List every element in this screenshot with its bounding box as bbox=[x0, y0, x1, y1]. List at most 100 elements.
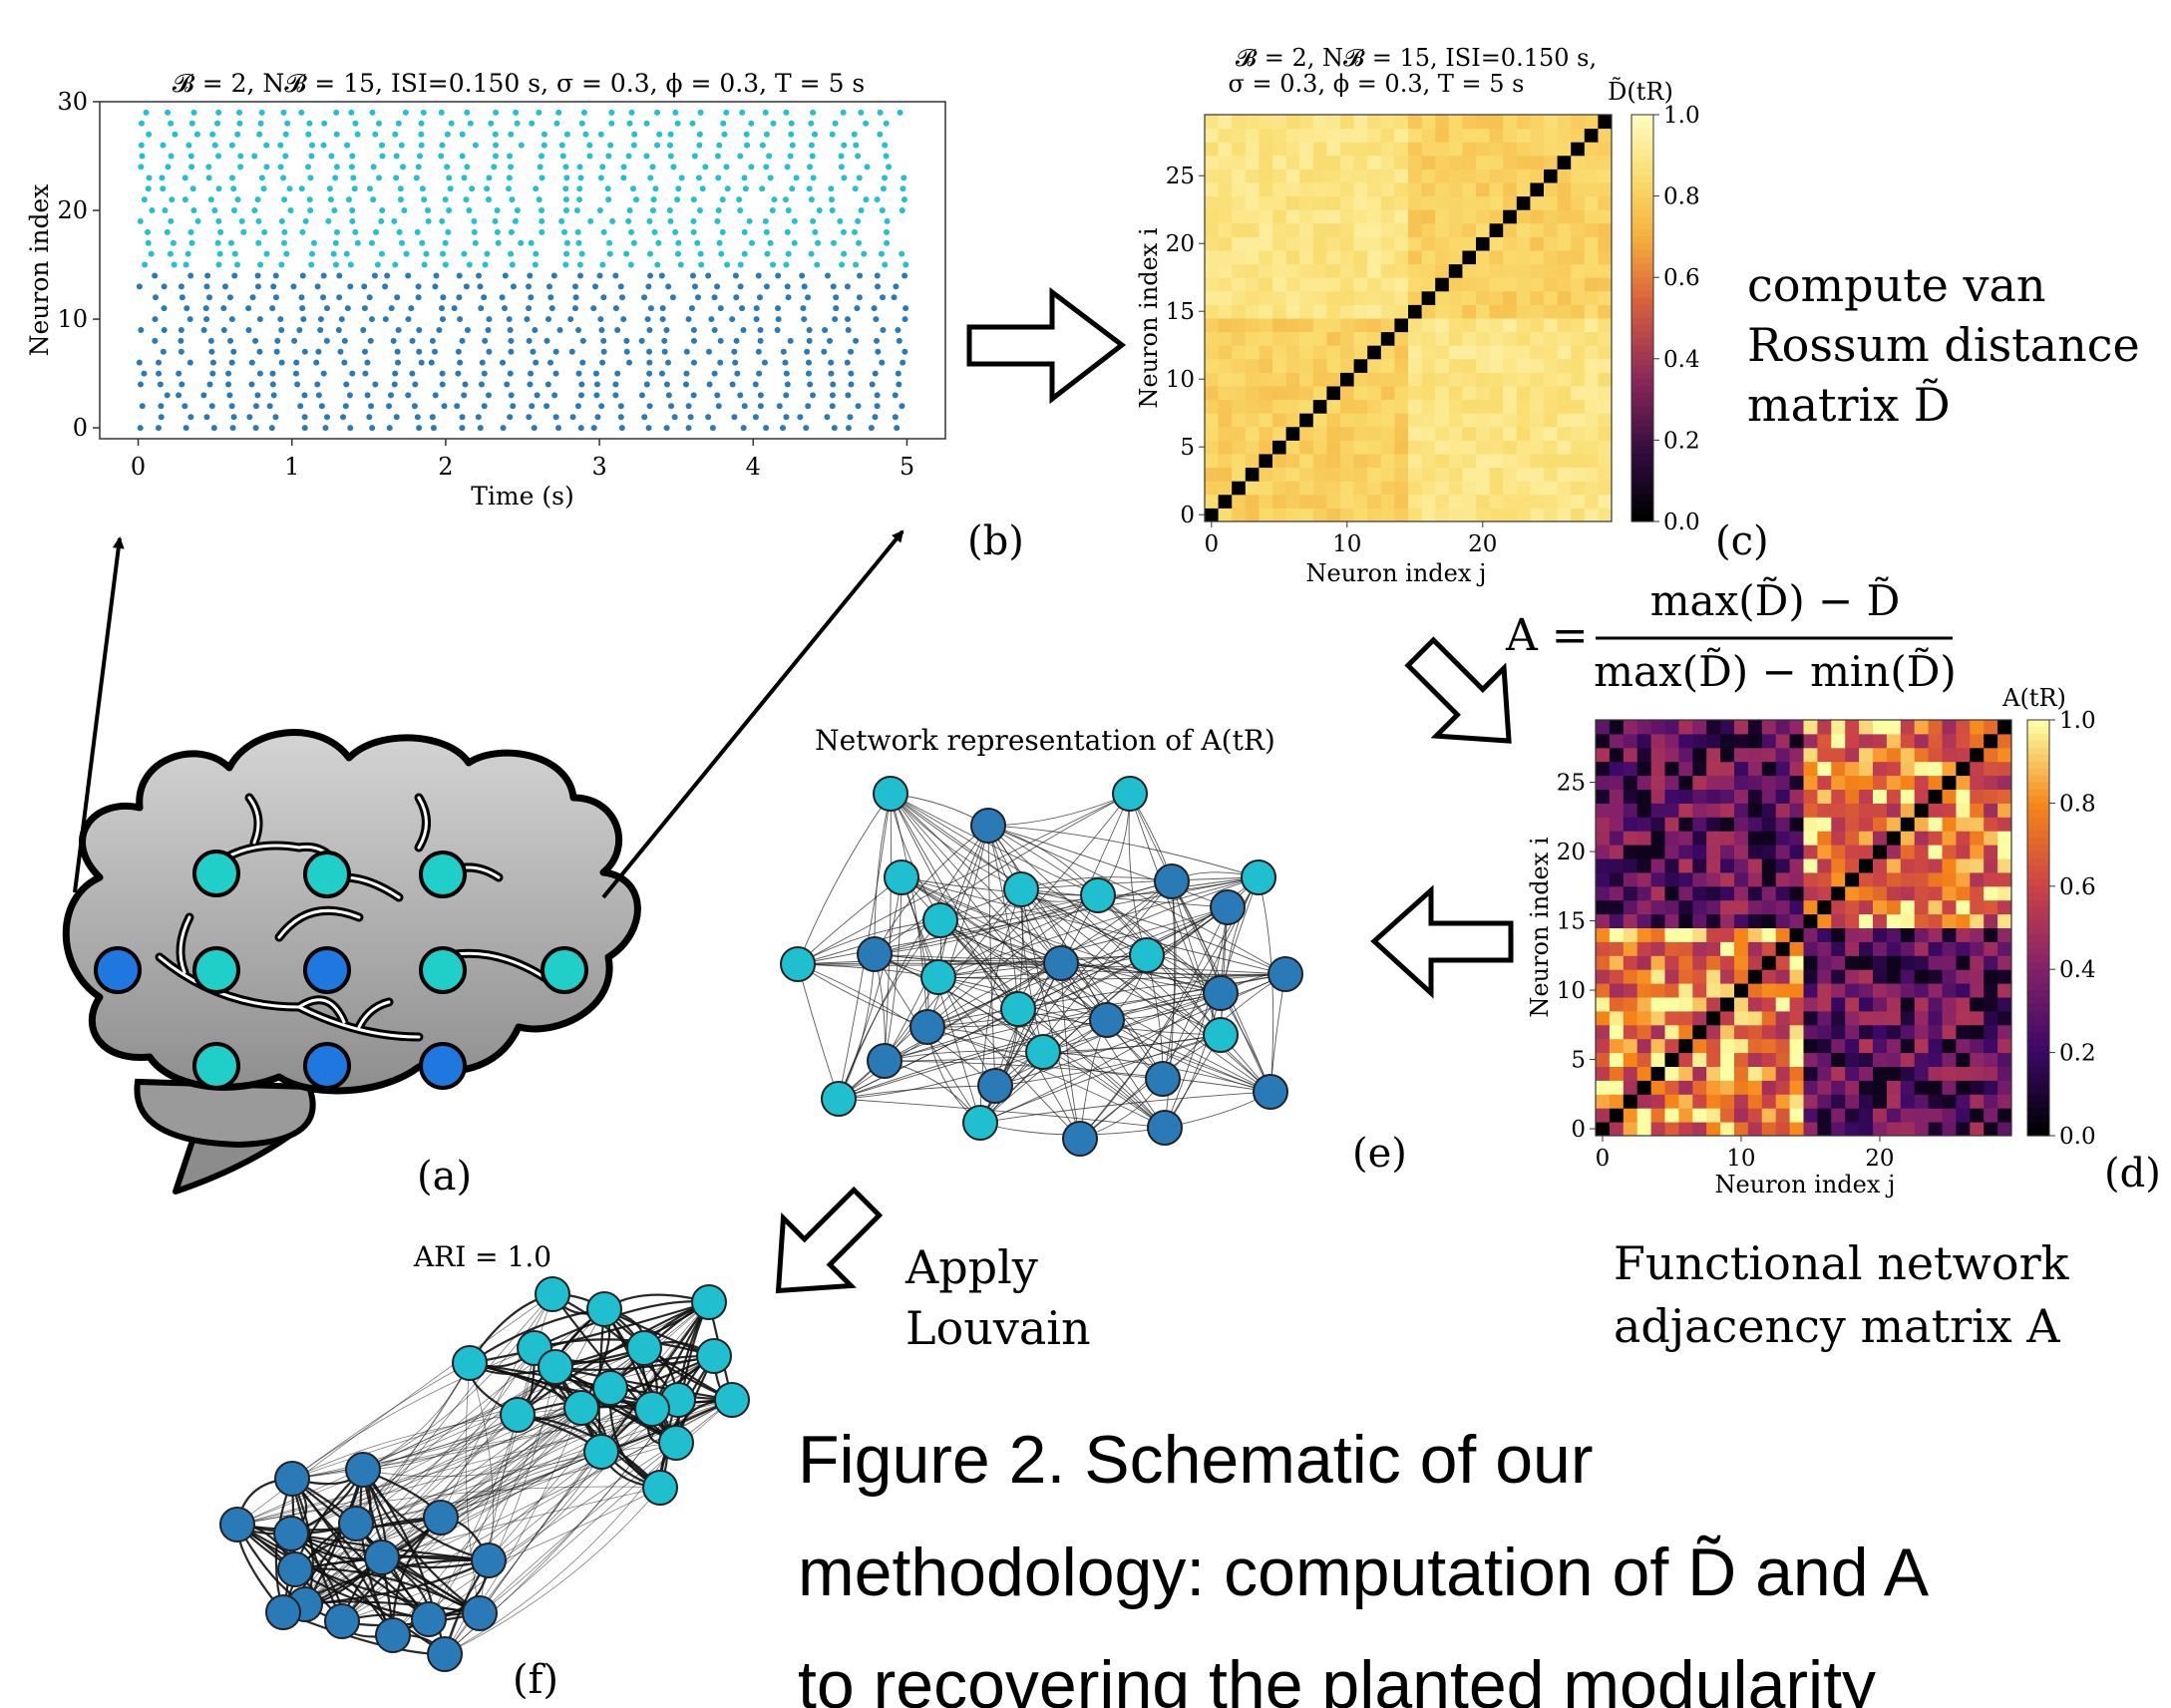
spike-dot bbox=[438, 109, 445, 116]
heatmap-cell bbox=[1803, 1052, 1818, 1067]
heatmap-cell bbox=[1584, 413, 1599, 428]
heatmap-cell bbox=[1218, 209, 1233, 224]
heatmap-cell bbox=[1970, 817, 1985, 832]
heatmap-cell bbox=[1678, 1122, 1693, 1137]
heatmap-cell bbox=[1706, 747, 1721, 763]
heatmap-cell bbox=[1421, 182, 1436, 197]
heatmap-cell bbox=[1232, 182, 1247, 197]
colorbar-swatch bbox=[1631, 420, 1653, 428]
heatmap-cell bbox=[1956, 817, 1971, 832]
spike-dot bbox=[787, 337, 794, 344]
heatmap-cell bbox=[1462, 426, 1477, 441]
network-edge bbox=[987, 825, 1260, 878]
spike-dot bbox=[137, 217, 144, 224]
spike-dot bbox=[409, 370, 416, 377]
spike-dot bbox=[405, 272, 412, 279]
heatmap-cell bbox=[1571, 413, 1586, 428]
colorbar-swatch bbox=[2027, 733, 2049, 742]
heatmap-cell bbox=[1692, 747, 1707, 763]
colorbar-swatch bbox=[2027, 775, 2049, 784]
spike-dot bbox=[457, 359, 464, 366]
spike-dot bbox=[598, 326, 605, 333]
heatmap-cell bbox=[1914, 1080, 1930, 1095]
spike-dot bbox=[652, 185, 659, 192]
heatmap-cell bbox=[1489, 372, 1504, 387]
heatmap-cell bbox=[1218, 142, 1233, 157]
heatmap-cell bbox=[1747, 1108, 1763, 1123]
heatmap-cell bbox=[1394, 331, 1409, 346]
heatmap-cell bbox=[1476, 413, 1491, 428]
spike-dot bbox=[459, 153, 466, 160]
heatmap-cell bbox=[1789, 1122, 1804, 1137]
network-edge bbox=[1060, 962, 1222, 994]
heatmap-cell bbox=[1571, 277, 1586, 292]
clustered-node-module-dark bbox=[427, 1636, 463, 1672]
heatmap-cell bbox=[1720, 803, 1735, 818]
heatmap-cell bbox=[1476, 494, 1491, 509]
spike-dot bbox=[277, 316, 284, 323]
colorbar-swatch bbox=[1631, 263, 1653, 271]
heatmap-cell bbox=[1448, 440, 1463, 455]
colorbar-swatch bbox=[1631, 311, 1653, 319]
spike-dot bbox=[805, 403, 812, 410]
heatmap-cell bbox=[1421, 494, 1436, 509]
spike-dot bbox=[464, 109, 471, 116]
spike-dot bbox=[214, 120, 221, 127]
heatmap-cell bbox=[1489, 155, 1504, 170]
heatmap-cell bbox=[1970, 871, 1985, 887]
heatmap-cell bbox=[1956, 733, 1971, 749]
spike-dot bbox=[504, 381, 511, 388]
compute-text-line2: Rossum distance bbox=[1747, 318, 2140, 372]
spike-dot bbox=[338, 316, 345, 323]
heatmap-cell bbox=[1831, 1052, 1846, 1067]
spike-dot bbox=[851, 131, 858, 138]
network-node bbox=[857, 936, 893, 972]
spike-dot bbox=[806, 337, 813, 344]
heatmap-cell bbox=[1789, 1010, 1804, 1026]
heatmap-cell bbox=[1245, 508, 1260, 522]
heatmap-cell bbox=[1245, 318, 1260, 333]
heatmap-cell bbox=[1448, 290, 1463, 305]
heatmap-cell bbox=[1664, 983, 1679, 998]
heatmap-cell bbox=[1448, 372, 1463, 387]
heatmap-cell bbox=[1914, 1108, 1930, 1123]
spike-dot bbox=[552, 370, 559, 377]
heatmap-cell bbox=[1462, 358, 1477, 373]
network-node bbox=[1267, 956, 1303, 992]
heatmap-cell bbox=[1789, 1038, 1804, 1054]
heatmap-cell bbox=[1650, 899, 1665, 915]
heatmap-cell bbox=[1984, 747, 1998, 763]
spike-dot bbox=[419, 239, 426, 246]
heatmap-cell bbox=[1259, 386, 1273, 401]
clustered-node-module-light bbox=[583, 1434, 619, 1470]
heatmap-cell bbox=[1421, 331, 1436, 346]
spike-dot bbox=[409, 337, 416, 344]
adjacency-ylabel: Neuron index i bbox=[1526, 837, 1554, 1018]
heatmap-cell bbox=[1873, 733, 1888, 749]
spike-dot bbox=[414, 228, 421, 235]
distance-xlabel: Neuron index j bbox=[1306, 559, 1487, 587]
heatmap-cell bbox=[1609, 817, 1625, 832]
spike-dot bbox=[167, 250, 174, 257]
spike-dot bbox=[462, 381, 469, 388]
spike-dot bbox=[882, 261, 889, 268]
spike-dot bbox=[459, 414, 466, 421]
heatmap-cell bbox=[1734, 761, 1749, 777]
spike-dot bbox=[464, 326, 471, 333]
heatmap-cell bbox=[1394, 358, 1409, 373]
heatmap-cell bbox=[1845, 899, 1860, 915]
spike-dot bbox=[368, 239, 375, 246]
heatmap-cell bbox=[1312, 467, 1327, 482]
heatmap-cell bbox=[1997, 1080, 2012, 1095]
heatmap-cell bbox=[1803, 1066, 1818, 1081]
heatmap-cell bbox=[1956, 927, 1971, 942]
heatmap-cell bbox=[1775, 858, 1791, 873]
spike-dot bbox=[563, 239, 570, 246]
heatmap-cell bbox=[1664, 1108, 1679, 1123]
spike-dot bbox=[641, 414, 648, 421]
spike-dot bbox=[717, 305, 724, 312]
heatmap-cell bbox=[1942, 845, 1957, 859]
heatmap-cell bbox=[1462, 142, 1477, 157]
heatmap-cell bbox=[1544, 494, 1559, 509]
spike-dot bbox=[650, 196, 657, 203]
